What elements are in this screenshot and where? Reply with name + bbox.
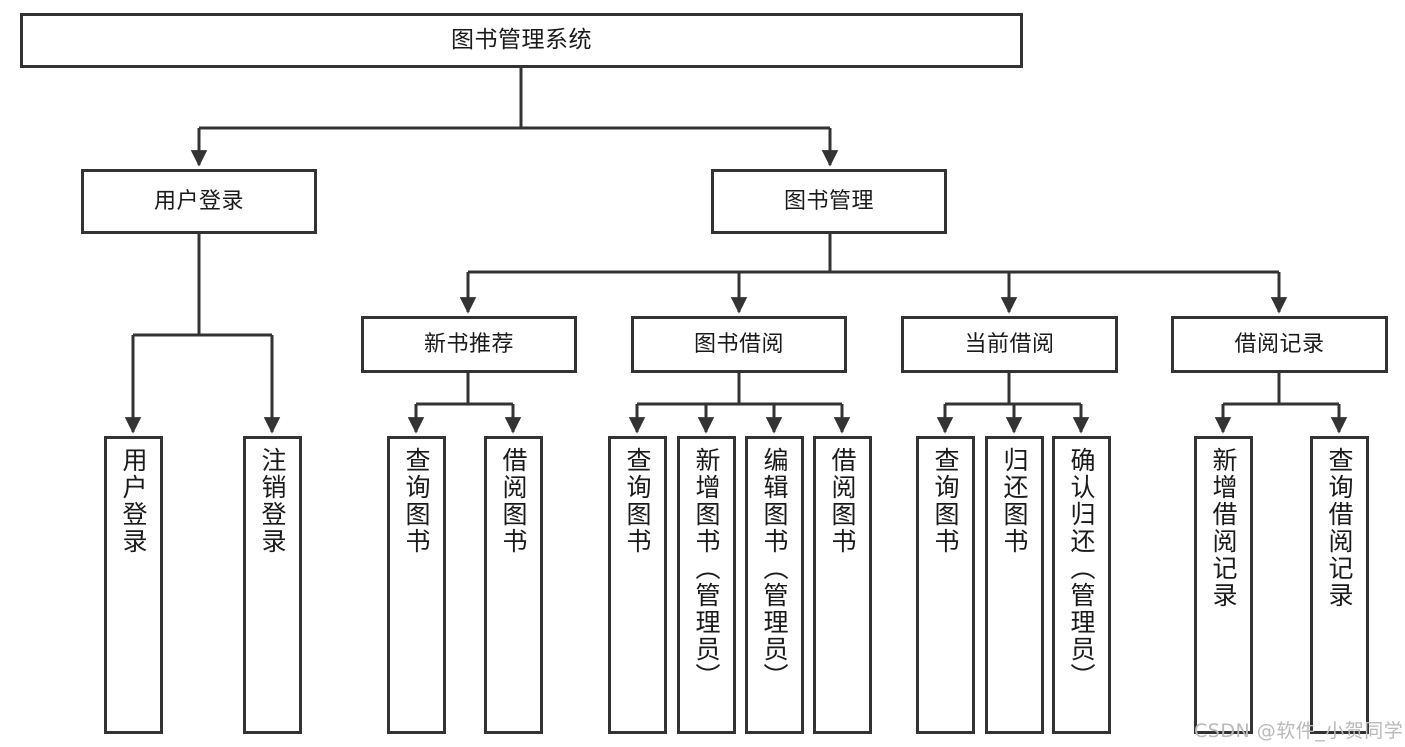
node-leaf-borrow-book[interactable]: 借阅图书 bbox=[813, 436, 872, 734]
node-leaf-logout[interactable]: 注销登录 bbox=[243, 436, 302, 734]
node-label: 注销登录 bbox=[258, 447, 287, 555]
node-current-borrow[interactable]: 当前借阅 bbox=[901, 316, 1118, 373]
node-label: 查询图书 bbox=[402, 447, 431, 555]
node-borrow-record[interactable]: 借阅记录 bbox=[1171, 316, 1388, 373]
node-leaf-add-book-admin[interactable]: 新增图书（管理员） bbox=[677, 436, 736, 734]
node-label: 图书管理系统 bbox=[451, 27, 592, 54]
node-leaf-query-book-new[interactable]: 查询图书 bbox=[387, 436, 446, 734]
node-label: 归还图书 bbox=[1000, 447, 1029, 555]
node-label: 用户登录 bbox=[153, 188, 244, 214]
node-label: 当前借阅 bbox=[964, 331, 1055, 357]
node-leaf-borrow-book-new[interactable]: 借阅图书 bbox=[484, 436, 543, 734]
node-leaf-query-book[interactable]: 查询图书 bbox=[608, 436, 667, 734]
node-leaf-query-book-current[interactable]: 查询图书 bbox=[916, 436, 975, 734]
node-leaf-query-borrow-record[interactable]: 查询借阅记录 bbox=[1310, 436, 1369, 734]
node-label: 图书借阅 bbox=[693, 331, 784, 357]
node-leaf-user-login[interactable]: 用户登录 bbox=[104, 436, 163, 734]
node-label: 借阅图书 bbox=[828, 447, 857, 555]
node-book-borrow[interactable]: 图书借阅 bbox=[631, 316, 847, 373]
node-label: 图书管理 bbox=[783, 188, 874, 214]
node-label: 新增图书（管理员） bbox=[692, 447, 721, 690]
node-label: 确认归还（管理员） bbox=[1067, 447, 1096, 690]
node-label: 新增借阅记录 bbox=[1209, 447, 1238, 609]
node-leaf-edit-book-admin[interactable]: 编辑图书（管理员） bbox=[745, 436, 804, 734]
node-leaf-return-book[interactable]: 归还图书 bbox=[985, 436, 1044, 734]
node-new-book-recommend[interactable]: 新书推荐 bbox=[361, 316, 577, 373]
node-label: 借阅图书 bbox=[499, 447, 528, 555]
node-label: 查询借阅记录 bbox=[1325, 447, 1354, 609]
node-label: 借阅记录 bbox=[1234, 331, 1325, 357]
csdn-watermark: CSDN @软件_小贺同学 bbox=[1194, 720, 1404, 742]
node-label: 新书推荐 bbox=[423, 331, 514, 357]
node-leaf-confirm-return-admin[interactable]: 确认归还（管理员） bbox=[1052, 436, 1111, 734]
node-leaf-add-borrow-record[interactable]: 新增借阅记录 bbox=[1194, 436, 1253, 734]
node-user-login[interactable]: 用户登录 bbox=[81, 169, 317, 234]
node-book-management[interactable]: 图书管理 bbox=[711, 169, 947, 234]
node-label: 查询图书 bbox=[623, 447, 652, 555]
node-root-system[interactable]: 图书管理系统 bbox=[20, 13, 1023, 68]
node-label: 编辑图书（管理员） bbox=[760, 447, 789, 690]
node-label: 用户登录 bbox=[119, 447, 148, 555]
node-label: 查询图书 bbox=[931, 447, 960, 555]
